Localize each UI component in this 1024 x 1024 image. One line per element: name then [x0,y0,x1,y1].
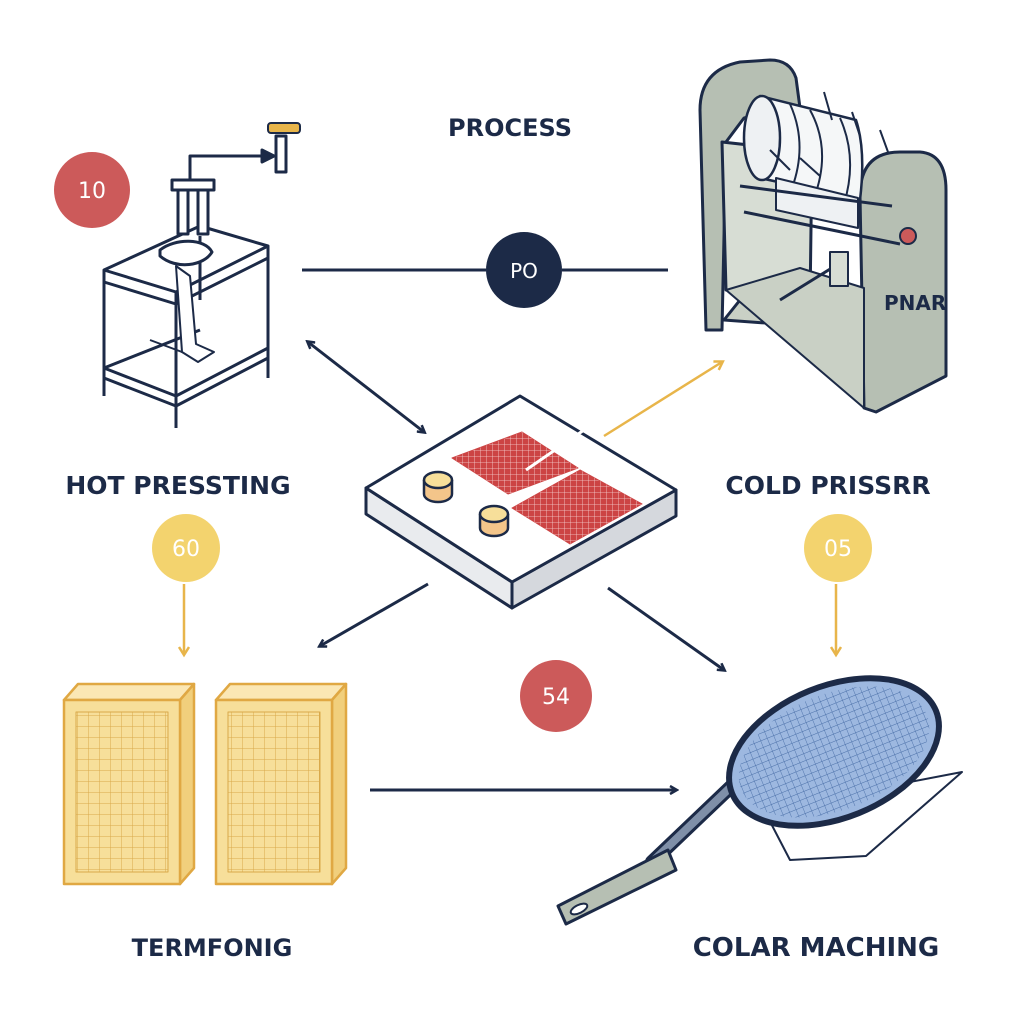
badge-top-left-value: 10 [78,179,106,204]
badge-middle-circle [520,660,592,732]
board-to-machine-arrow [603,362,722,438]
badge-cold-press-circle [804,514,872,582]
cold-press-label: COLD PRISSRR [725,471,930,500]
table-board-arrow [308,342,424,432]
center-board-icon [364,394,678,610]
board-to-blocks-arrow [320,582,429,646]
center-badge-value: PO [510,259,538,283]
center-badge-circle [486,232,562,308]
machine-plate-label: PNAR [884,291,946,315]
racket-icon [556,675,963,926]
badge-hot-pressing-value: 60 [172,537,200,562]
hot-press-table-icon [102,122,301,428]
badge-middle-value: 54 [542,685,570,710]
badge-cold-press-value: 05 [824,537,852,562]
grid-block-left-icon [62,682,196,886]
hot-pressing-label: HOT PRESSTING [65,471,290,500]
board-to-racket-arrow [607,586,724,670]
diagram-title: PROCESS [448,114,572,142]
badge-hot-pressing-circle [152,514,220,582]
grid-block-right-icon [214,682,348,886]
cold-press-machine-icon [698,58,948,414]
termfonig-label: TERMFONIG [132,934,293,962]
colar-maching-label: COLAR MACHING [693,933,940,963]
badge-top-left-circle [54,152,130,228]
